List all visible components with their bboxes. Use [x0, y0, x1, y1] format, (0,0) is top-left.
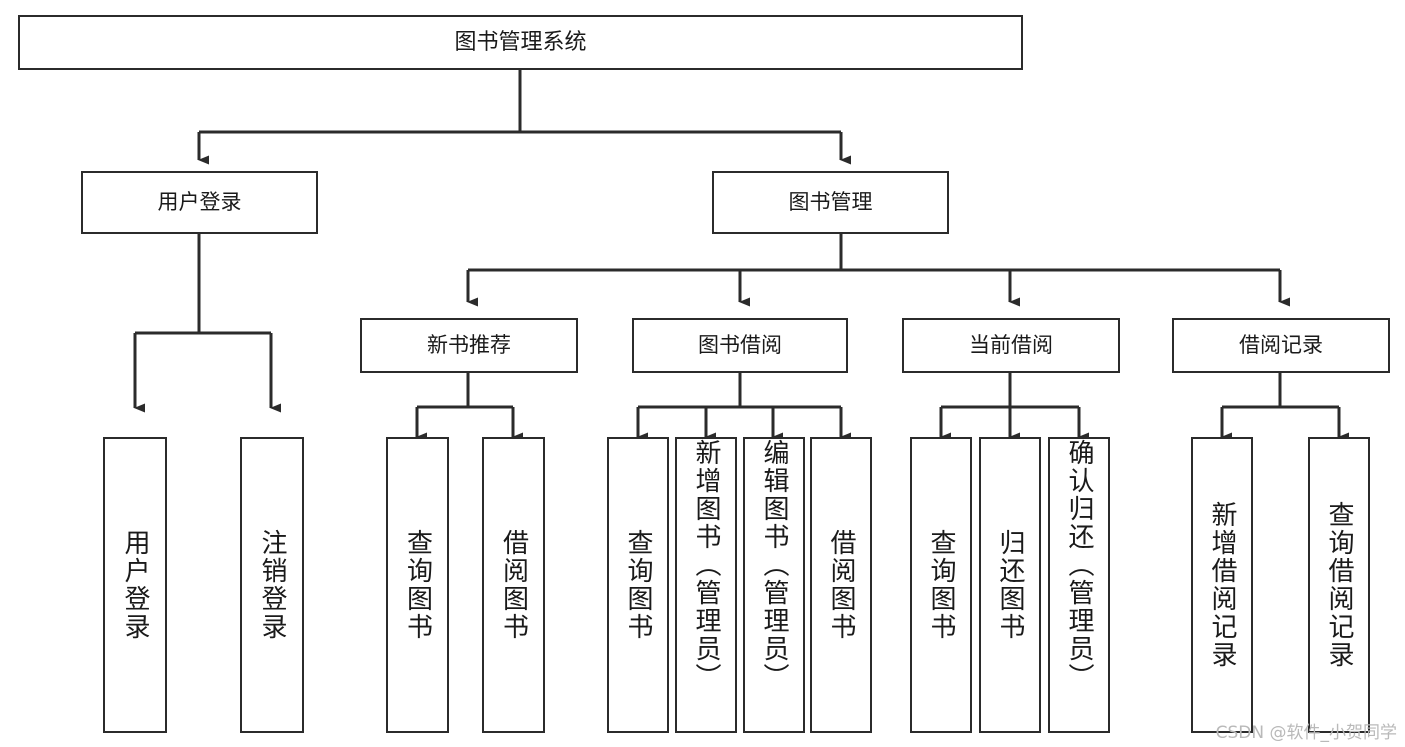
node-current-borrow[interactable]: 当前借阅 — [902, 318, 1120, 373]
leaf-logout[interactable]: 注销登录 — [240, 437, 304, 733]
node-borrow-record-label: 借阅记录 — [1239, 333, 1323, 358]
leaf-query-book-3-label: 查询图书 — [926, 529, 956, 641]
leaf-query-book-1[interactable]: 查询图书 — [386, 437, 449, 733]
leaf-query-book-2[interactable]: 查询图书 — [607, 437, 669, 733]
node-root[interactable]: 图书管理系统 — [18, 15, 1023, 70]
leaf-borrow-book-1-label: 借阅图书 — [498, 529, 529, 641]
leaf-confirm-return[interactable]: 确认归还（管理员） — [1048, 437, 1110, 733]
leaf-edit-book[interactable]: 编辑图书（管理员） — [743, 437, 805, 733]
leaf-add-book-label: 新增图书（管理员） — [691, 439, 721, 691]
node-book-manage-label: 图书管理 — [788, 190, 873, 215]
leaf-query-book-3[interactable]: 查询图书 — [910, 437, 972, 733]
leaf-query-record-label: 查询借阅记录 — [1324, 501, 1354, 669]
leaf-borrow-book-1[interactable]: 借阅图书 — [482, 437, 545, 733]
node-book-borrow[interactable]: 图书借阅 — [632, 318, 848, 373]
node-user-login-label: 用户登录 — [157, 190, 242, 215]
node-root-label: 图书管理系统 — [454, 29, 587, 55]
leaf-user-login[interactable]: 用户登录 — [103, 437, 167, 733]
leaf-add-record-label: 新增借阅记录 — [1207, 501, 1237, 669]
leaf-borrow-book-2-label: 借阅图书 — [826, 529, 856, 641]
node-new-book-recommend-label: 新书推荐 — [427, 333, 511, 358]
leaf-return-book-label: 归还图书 — [995, 529, 1025, 641]
node-user-login[interactable]: 用户登录 — [81, 171, 318, 234]
node-book-manage[interactable]: 图书管理 — [712, 171, 949, 234]
leaf-return-book[interactable]: 归还图书 — [979, 437, 1041, 733]
leaf-add-record[interactable]: 新增借阅记录 — [1191, 437, 1253, 733]
leaf-borrow-book-2[interactable]: 借阅图书 — [810, 437, 872, 733]
leaf-logout-label: 注销登录 — [257, 529, 287, 641]
leaf-edit-book-label: 编辑图书（管理员） — [759, 439, 789, 691]
node-book-borrow-label: 图书借阅 — [698, 333, 782, 358]
leaf-query-record[interactable]: 查询借阅记录 — [1308, 437, 1370, 733]
node-current-borrow-label: 当前借阅 — [969, 333, 1053, 358]
leaf-user-login-label: 用户登录 — [120, 529, 150, 641]
watermark: CSDN @软件_小贺同学 — [1215, 723, 1397, 743]
leaf-confirm-return-label: 确认归还（管理员） — [1064, 439, 1094, 691]
node-borrow-record[interactable]: 借阅记录 — [1172, 318, 1390, 373]
leaf-query-book-1-label: 查询图书 — [402, 529, 433, 641]
leaf-query-book-2-label: 查询图书 — [623, 529, 653, 641]
node-new-book-recommend[interactable]: 新书推荐 — [360, 318, 578, 373]
leaf-add-book[interactable]: 新增图书（管理员） — [675, 437, 737, 733]
